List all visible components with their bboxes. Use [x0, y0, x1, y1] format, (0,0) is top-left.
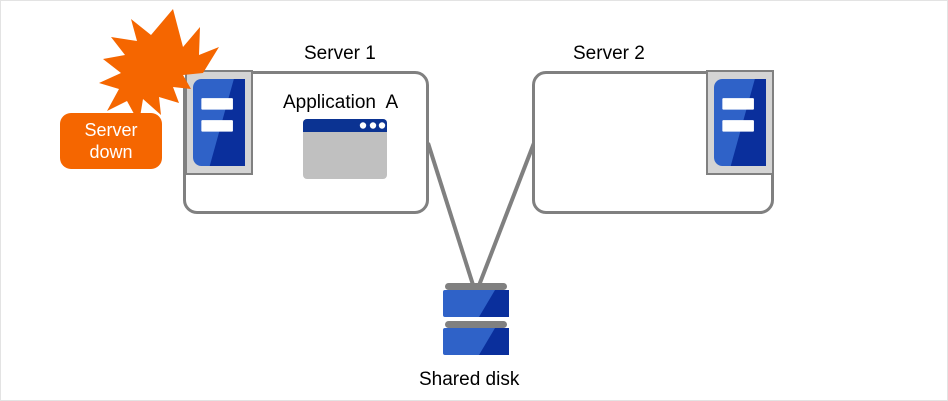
- connector-server1-to-disk: [426, 142, 476, 289]
- badge-line-1: Server: [84, 119, 138, 140]
- badge-line-2: down: [89, 142, 133, 162]
- server-2-title: Server 2: [573, 43, 645, 64]
- application-a-label: Application A: [283, 92, 399, 113]
- server-down-badge[interactable]: Server down: [60, 113, 162, 169]
- shared-disk-label: Shared disk: [419, 369, 520, 390]
- application-window-icon[interactable]: [303, 119, 387, 179]
- server-rack-icon: [706, 70, 774, 175]
- server-1-title: Server 1: [304, 43, 376, 64]
- explosion-burst-icon: [99, 3, 221, 133]
- connector-server2-to-disk: [476, 142, 536, 289]
- shared-disk-icon[interactable]: [441, 283, 511, 361]
- server-rack-icon: [185, 70, 253, 175]
